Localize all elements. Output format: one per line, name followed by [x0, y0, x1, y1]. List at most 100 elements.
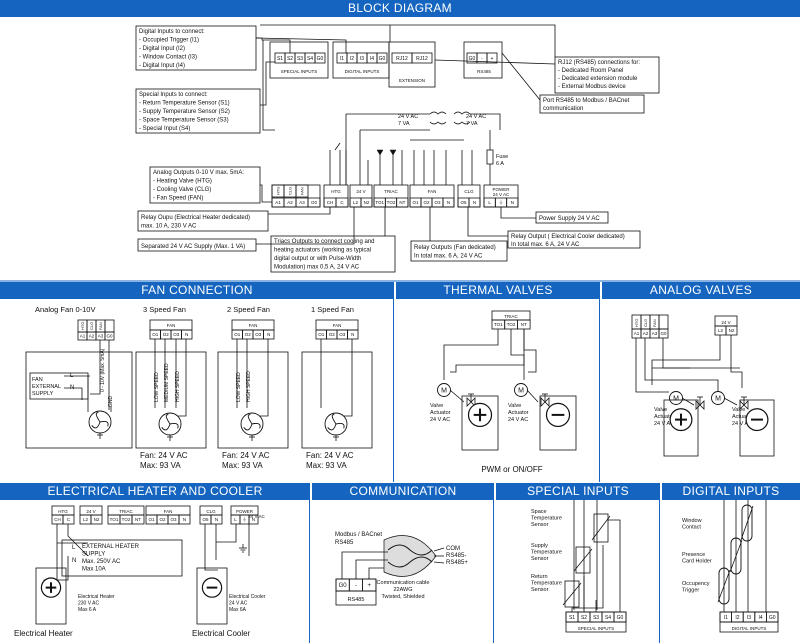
fan-blade-icon	[91, 412, 109, 429]
terminal-label: O3	[255, 332, 262, 337]
note-text: digital output or with Pulse-Width	[274, 256, 361, 262]
fan-spec: Max: 93 VA	[222, 461, 263, 470]
terminal-label: S2	[287, 56, 293, 62]
terminal-label: A3	[652, 331, 658, 336]
heater-module-title-label: FAN	[164, 509, 173, 514]
terminal-label: O5	[460, 200, 467, 205]
sensor-label: Sensor	[531, 556, 549, 562]
analog-sub-label: HTG	[80, 322, 85, 330]
terminal-label: TO2	[387, 200, 396, 205]
heater-cooler-header: ELECTRICAL HEATER AND COOLER	[0, 483, 310, 500]
special-inputs-note	[135, 88, 261, 134]
relay-cooler-note	[507, 230, 641, 249]
module-sub-label: CLG	[287, 187, 292, 195]
terminal-label: N	[351, 332, 354, 337]
module-terminal	[396, 197, 409, 208]
analog-valve-terminal	[658, 328, 669, 339]
note-text: Relay Outputs (Fan dedicated)	[414, 245, 496, 251]
heater-module-title-label: 24 V AC	[248, 514, 265, 519]
modbus-label: Modbus / BACnet	[335, 532, 382, 538]
fan-terminal	[263, 329, 275, 340]
actuator-label: Actuator	[732, 414, 753, 420]
heater-terminal	[248, 514, 259, 525]
module-terminal	[468, 197, 481, 208]
terminal-label: S3	[593, 615, 599, 621]
terminal-label: TO2	[507, 322, 516, 327]
module-terminal	[360, 197, 373, 208]
sensor-label: Sensor	[531, 522, 549, 528]
fan-terminal	[181, 329, 193, 340]
terminal-label: +	[491, 56, 494, 62]
heater-terminal	[131, 514, 145, 525]
wire	[355, 559, 388, 579]
sensor-label: Return	[531, 574, 548, 580]
note-text: Analog Outputs 0-10 V max. 5mA:	[153, 170, 244, 176]
terminal-label: O2	[163, 332, 170, 337]
twisted-pair-icon	[387, 544, 433, 568]
wire	[443, 329, 499, 380]
actuator-label: Actuator	[430, 410, 451, 416]
wire	[467, 207, 508, 237]
terminal-label: L2	[353, 200, 359, 205]
supply-sensor-icon	[575, 546, 591, 574]
terminal-label: N	[473, 200, 476, 205]
wire	[662, 338, 690, 369]
terminal-label: N	[215, 517, 218, 522]
digital-label: Card Holder	[682, 559, 712, 565]
analog-sub	[104, 319, 115, 333]
triac-note	[270, 235, 396, 273]
terminal-label: N	[183, 517, 186, 522]
wire	[64, 387, 83, 400]
wire	[523, 329, 534, 351]
wire	[723, 397, 738, 406]
transformer-label: 7 VA	[466, 121, 478, 127]
fan-title-label: FAN	[249, 323, 258, 328]
wire	[260, 184, 272, 203]
external-supply-label: Max. 250V AC	[82, 559, 121, 565]
wire	[90, 340, 101, 395]
separator	[309, 500, 310, 643]
wire	[730, 335, 743, 388]
special-caption-box	[565, 621, 627, 633]
fan-title-label: FAN	[167, 323, 176, 328]
terminal-label: A1	[80, 333, 86, 338]
terminal-label: RJ12	[396, 56, 408, 62]
thermal-valves-header: THERMAL VALVES	[396, 282, 600, 299]
valve-icon	[540, 397, 550, 407]
fan-spec: Fan: 24 V AC	[140, 451, 188, 460]
note-text: Relay Oupu (Electrical Heater dedicated)	[141, 215, 250, 221]
block-caption: SPECIAL INPUTS	[281, 69, 318, 74]
note-text: In total max. 6 A, 24 V AC	[414, 254, 483, 260]
note-text: Power Supply 24 V AC	[539, 216, 600, 222]
speed-label: MEDIUM SPEED	[164, 363, 170, 402]
motor-letter: M	[441, 388, 447, 395]
terminal-label: CH	[327, 200, 334, 205]
wire	[651, 335, 721, 385]
fan-frame	[217, 351, 289, 449]
terminal-label: L2	[83, 517, 89, 522]
block-caption: EXTENSION	[399, 78, 425, 83]
fan-spec: Max: 93 VA	[140, 461, 181, 470]
separator	[493, 500, 494, 643]
wire	[260, 61, 275, 106]
terminal-label: I3	[360, 56, 364, 62]
terminal-label: +	[367, 583, 371, 589]
terminal-label: N	[511, 200, 514, 205]
special-terminal	[314, 52, 326, 64]
separator	[393, 299, 394, 482]
transformer-label: 7 VA	[398, 121, 410, 127]
heater-terminal	[90, 514, 103, 525]
digital-inputs-header: DIGITAL INPUTS	[662, 483, 800, 500]
terminal-label: O3	[173, 332, 180, 337]
v24-title: 24 V	[721, 320, 730, 325]
separator	[599, 299, 600, 482]
motor-letter: M	[518, 388, 524, 395]
terminal-label: G0	[339, 583, 348, 589]
terminal-label: CH	[54, 517, 61, 522]
terminal-label: S3	[297, 56, 303, 62]
actuator-label: Actuator	[508, 410, 529, 416]
module-terminal	[335, 197, 349, 208]
wire	[433, 547, 445, 552]
terminal-label: O1	[234, 332, 241, 337]
heater-label: Electrical Heater	[14, 629, 73, 638]
